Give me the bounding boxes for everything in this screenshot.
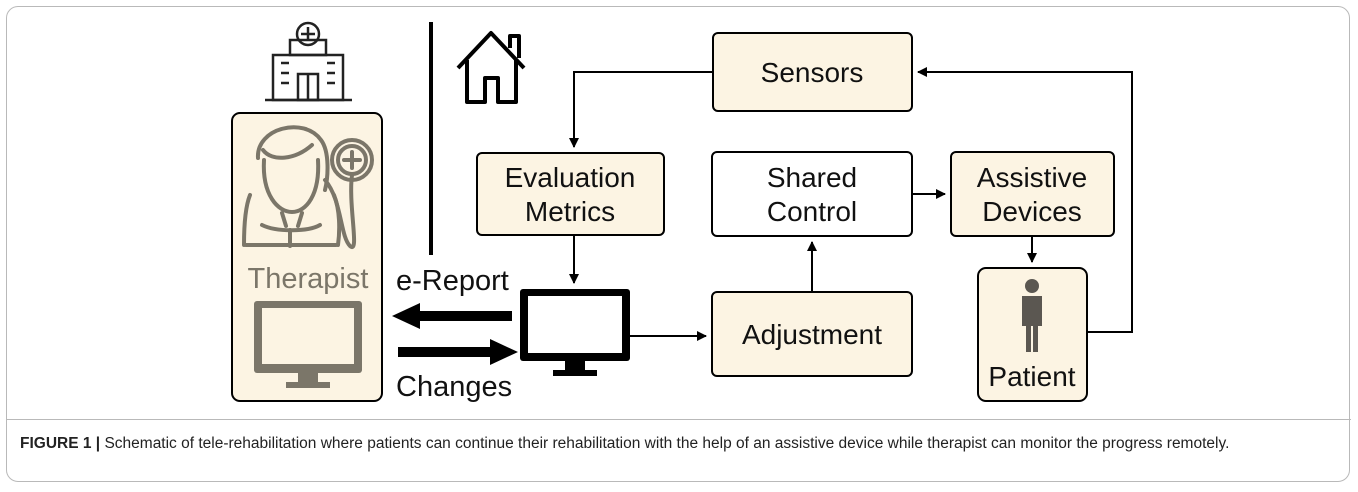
evaluation-label-line1: Evaluation — [505, 162, 636, 193]
shared-label-line2: Control — [767, 196, 857, 227]
evaluation-metrics-node — [476, 152, 665, 236]
sensors-to-evaluation-arrow — [569, 71, 713, 148]
adjustment-label: Adjustment — [742, 319, 882, 350]
patient-node — [977, 267, 1088, 402]
person-icon — [1022, 279, 1042, 352]
therapist-label: Therapist — [248, 263, 369, 295]
caption-label: FIGURE 1 | — [20, 435, 101, 452]
e-report-label: e-Report — [396, 265, 509, 297]
shared-label-line1: Shared — [767, 162, 857, 193]
therapist-monitor-icon — [254, 301, 362, 388]
figure-caption: FIGURE 1 | Schematic of tele-rehabilitat… — [20, 432, 1330, 456]
figure-frame — [6, 6, 1350, 482]
assistive-label-line2: Devices — [982, 196, 1082, 227]
caption-text: Schematic of tele-rehabilitation where p… — [100, 435, 1230, 452]
therapist-icon — [242, 125, 374, 250]
changes-label: Changes — [396, 371, 512, 403]
hospital-icon — [265, 21, 352, 102]
patient-label: Patient — [988, 361, 1075, 392]
sensors-label: Sensors — [761, 57, 864, 88]
home-icon — [456, 31, 526, 104]
patient-to-sensors-arrow — [917, 67, 1133, 333]
assistive-label-line1: Assistive — [977, 162, 1087, 193]
changes-arrow-head — [490, 339, 518, 365]
caption-divider — [6, 419, 1351, 420]
home-monitor-icon — [520, 289, 630, 376]
e-report-arrow-head — [392, 303, 420, 329]
evaluation-label-line2: Metrics — [525, 196, 615, 227]
